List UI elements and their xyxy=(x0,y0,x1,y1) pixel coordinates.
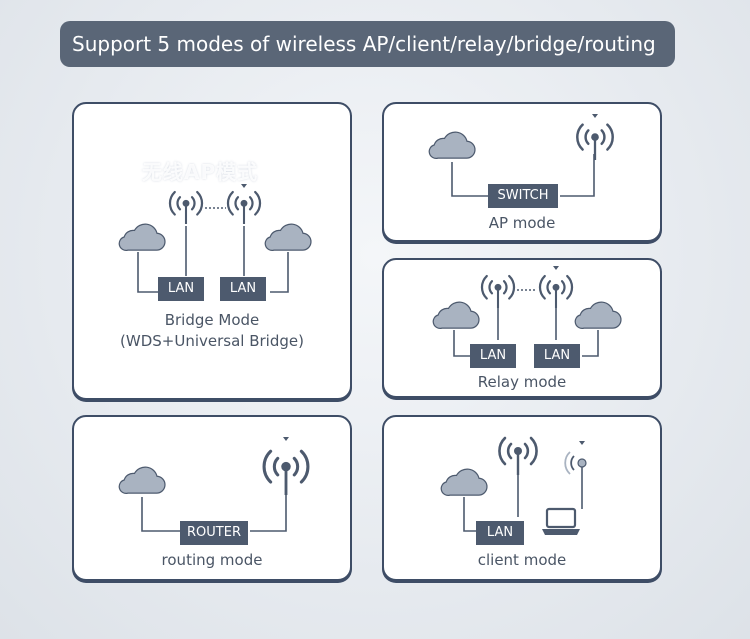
lan-label-left: LAN xyxy=(158,277,204,301)
antenna-icon xyxy=(226,190,262,224)
client-caption: client mode xyxy=(477,551,567,569)
bridge-caption-line2: (WDS+Universal Bridge) xyxy=(120,332,304,350)
bridge-mode-diagram xyxy=(118,184,312,293)
routing-mode-diagram xyxy=(118,437,310,532)
relay-mode-diagram xyxy=(432,266,622,357)
cloud-icon xyxy=(264,223,312,252)
cloud-icon xyxy=(574,301,622,330)
cloud-icon xyxy=(432,301,480,330)
banner: Support 5 modes of wireless AP/client/re… xyxy=(60,21,675,67)
client-mode-diagram xyxy=(440,436,587,535)
arrow-icon xyxy=(579,441,585,445)
laptop-icon xyxy=(542,507,580,535)
watermark-text: 无线AP模式 xyxy=(142,160,259,184)
arrow-icon xyxy=(592,114,598,118)
bridge-caption-line1: Bridge Mode xyxy=(164,311,260,329)
client-mode-card: LAN client mode xyxy=(382,415,662,581)
banner-title: Support 5 modes of wireless AP/client/re… xyxy=(72,32,656,56)
arrow-icon xyxy=(553,266,559,270)
antenna-icon xyxy=(168,190,204,224)
switch-label: SWITCH xyxy=(488,184,558,208)
antenna-icon xyxy=(538,274,574,308)
lan-label-left: LAN xyxy=(470,344,516,368)
lan-label-right: LAN xyxy=(534,344,580,368)
bridge-mode-card: 无线AP模式 LAN LAN Bridge Mode (WDS+Universa… xyxy=(72,102,352,400)
antenna-icon xyxy=(262,449,310,495)
arrow-icon xyxy=(241,184,247,188)
cloud-icon xyxy=(428,131,476,160)
router-label: ROUTER xyxy=(180,521,248,545)
relay-mode-card: LAN LAN Relay mode xyxy=(382,258,662,398)
cloud-icon xyxy=(118,223,166,252)
antenna-icon xyxy=(498,436,538,475)
cloud-icon xyxy=(440,468,488,497)
antenna-icon xyxy=(480,274,516,308)
wifi-signal-icon xyxy=(564,451,587,475)
routing-mode-card: ROUTER routing mode xyxy=(72,415,352,581)
cloud-icon xyxy=(118,466,166,495)
ap-caption: AP mode xyxy=(488,214,556,232)
antenna-icon xyxy=(576,123,614,160)
lan-label-right: LAN xyxy=(220,277,266,301)
relay-caption: Relay mode xyxy=(477,373,567,391)
ap-mode-card: SWITCH AP mode xyxy=(382,102,662,242)
arrow-icon xyxy=(283,437,289,441)
routing-caption: routing mode xyxy=(161,551,263,569)
ap-mode-diagram xyxy=(428,114,614,197)
lan-label: LAN xyxy=(476,521,524,545)
